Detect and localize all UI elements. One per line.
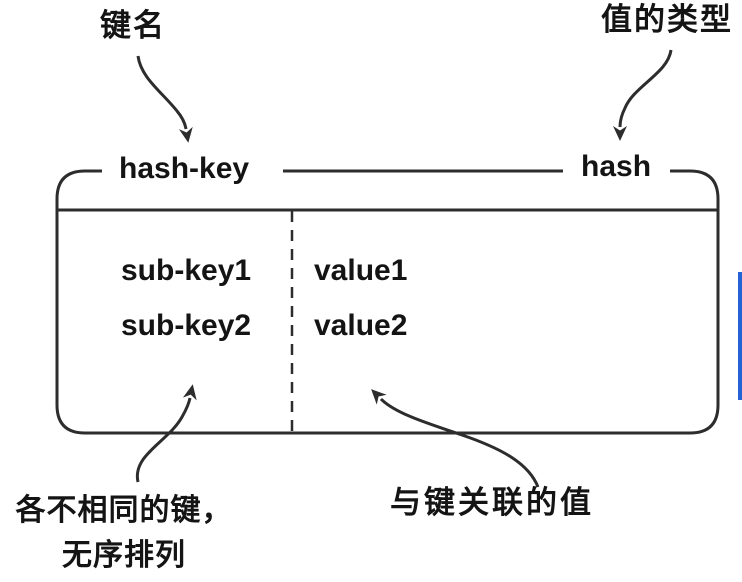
distinct-keys-annotation-line1: 各不相同的键， xyxy=(15,494,233,527)
hash-key-label: hash-key xyxy=(119,152,250,185)
row-value: value2 xyxy=(314,309,408,342)
distinct-keys-annotation-line2: 无序排列 xyxy=(62,539,186,572)
row-field: sub-key1 xyxy=(121,254,252,287)
associated-value-annotation: 与键关联的值 xyxy=(390,485,594,520)
row-value: value1 xyxy=(314,254,408,287)
arrow-associated-value-to-box xyxy=(371,389,540,488)
value-type-annotation: 值的类型 xyxy=(601,2,733,37)
arrow-distinct-keys-to-box xyxy=(135,384,197,483)
arrow-key-name-to-box xyxy=(136,55,193,143)
key-name-annotation: 键名 xyxy=(100,8,166,43)
right-edge-accent-bar xyxy=(738,272,742,400)
row-field: sub-key2 xyxy=(121,309,252,342)
distinct-keys-annotation: 各不相同的键， 无序排列 xyxy=(0,488,248,578)
hash-type-label: hash xyxy=(581,150,652,183)
arrow-value-type-to-box xyxy=(613,49,673,141)
hash-box-outline xyxy=(55,169,720,435)
